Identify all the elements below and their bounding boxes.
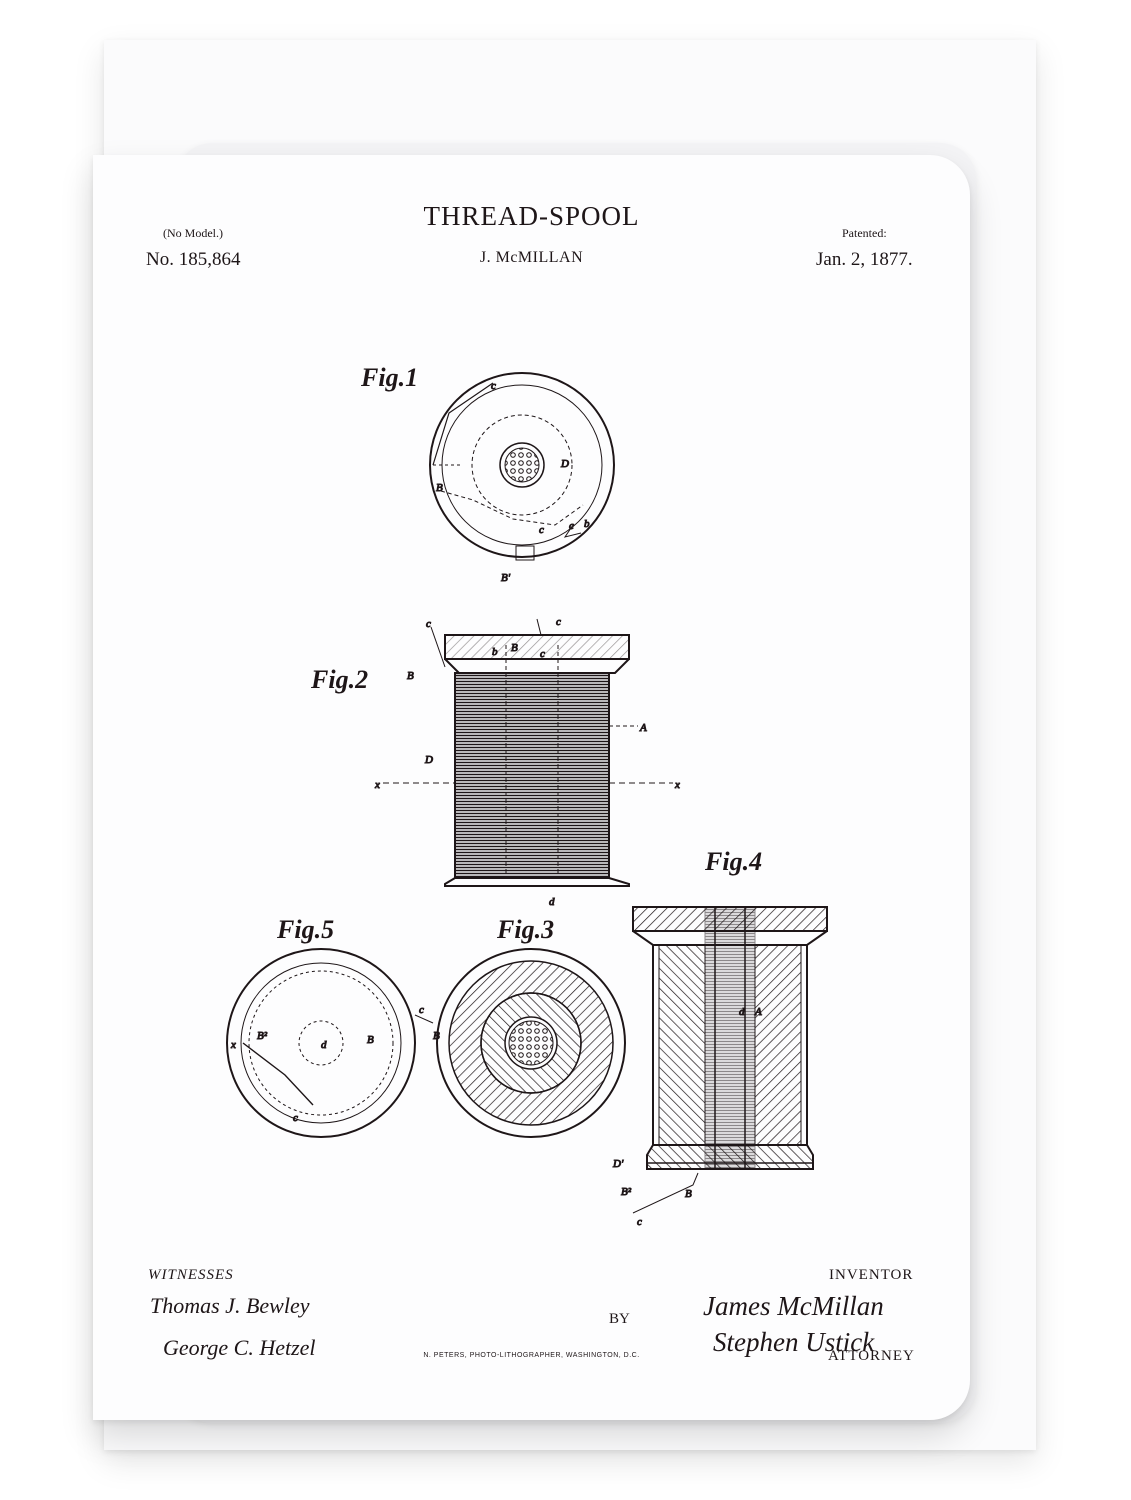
svg-text:c: c — [419, 1004, 424, 1016]
witness-2-signature: George C. Hetzel — [163, 1335, 316, 1360]
svg-text:b: b — [492, 646, 498, 658]
svg-text:d: d — [739, 1006, 745, 1018]
patent-title: THREAD-SPOOL — [423, 201, 640, 231]
inventor-signature: James McMillan — [703, 1291, 884, 1321]
model-note: (No Model.) — [163, 226, 223, 240]
patent-date: Jan. 2, 1877. — [816, 249, 913, 270]
fig1-label: Fig.1 — [361, 363, 419, 392]
patented-label: Patented: — [842, 226, 887, 240]
svg-text:c: c — [556, 616, 561, 628]
svg-text:c: c — [426, 618, 431, 630]
svg-text:d: d — [321, 1039, 327, 1051]
svg-text:x: x — [374, 779, 380, 791]
fig3-label: Fig.3 — [497, 915, 555, 944]
printer-line: N. PETERS, PHOTO-LITHOGRAPHER, WASHINGTO… — [423, 1352, 640, 1359]
fig1-drawing: c D B c c b B' — [429, 372, 615, 585]
svg-text:D: D — [560, 458, 569, 470]
svg-text:x: x — [230, 1039, 236, 1051]
fig4-drawing: d A D' B² B c — [612, 906, 828, 1229]
patent-number: No. 185,864 — [146, 249, 241, 270]
svg-text:D: D — [424, 754, 433, 766]
fig5-drawing: x B² d B c — [226, 948, 416, 1138]
patent-card: THREAD-SPOOL (No Model.) No. 185,864 J. … — [93, 155, 970, 1420]
svg-text:B: B — [367, 1034, 374, 1046]
svg-text:A: A — [754, 1006, 762, 1018]
svg-text:A: A — [639, 722, 647, 734]
fig5-label: Fig.5 — [277, 915, 335, 944]
svg-text:c: c — [540, 648, 545, 660]
svg-text:c: c — [569, 520, 574, 532]
inventor-name: J. McMILLAN — [479, 249, 584, 266]
svg-text:c: c — [293, 1112, 298, 1124]
svg-text:B: B — [685, 1188, 692, 1200]
svg-text:B': B' — [501, 572, 511, 584]
by-label: BY — [609, 1311, 630, 1327]
attorney-signature: Stephen Ustick — [713, 1327, 875, 1357]
inventor-label: INVENTOR — [829, 1267, 914, 1283]
svg-text:x: x — [674, 779, 680, 791]
fig2-label: Fig.2 — [311, 665, 369, 694]
svg-text:c: c — [637, 1216, 642, 1228]
svg-text:B²: B² — [257, 1030, 268, 1042]
svg-text:B²: B² — [621, 1186, 632, 1198]
svg-text:B: B — [407, 670, 414, 682]
attorney-label: ATTORNEY — [828, 1348, 915, 1364]
svg-text:B: B — [433, 1030, 440, 1042]
svg-text:c: c — [491, 380, 496, 392]
fig2-drawing: c c B b B c A D x x d — [374, 616, 681, 909]
fig4-label: Fig.4 — [705, 847, 763, 876]
svg-text:B: B — [511, 642, 518, 654]
patent-drawings: c D B c c b B' c c B b B c — [226, 372, 828, 1229]
witness-1-signature: Thomas J. Bewley — [150, 1293, 310, 1318]
svg-text:d: d — [549, 896, 555, 908]
witnesses-label: WITNESSES — [148, 1267, 234, 1283]
svg-text:b: b — [584, 518, 590, 530]
svg-text:c: c — [539, 524, 544, 536]
svg-text:D': D' — [612, 1158, 624, 1170]
fig3-drawing: c B — [414, 948, 626, 1138]
svg-text:B: B — [436, 482, 443, 494]
